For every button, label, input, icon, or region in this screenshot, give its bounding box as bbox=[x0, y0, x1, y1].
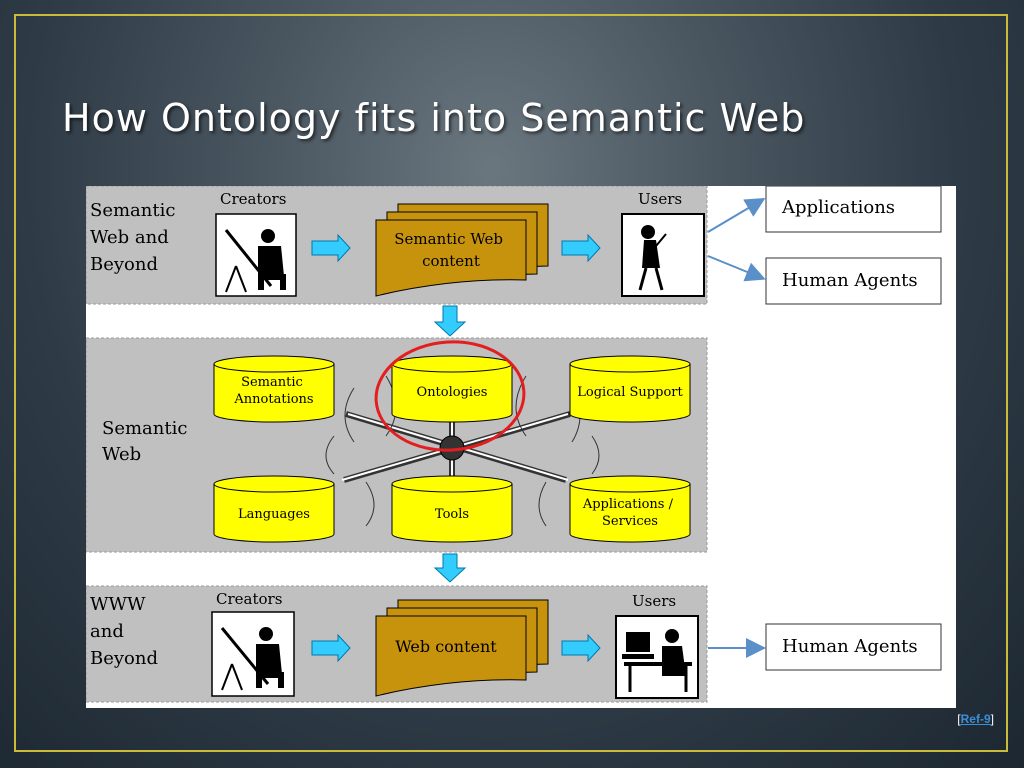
cylinder-languages: Languages bbox=[213, 475, 335, 543]
reference-note: [Ref-9] bbox=[957, 712, 994, 726]
bottom-arrow-creators-to-content bbox=[311, 633, 351, 663]
svg-text:Human Agents: Human Agents bbox=[782, 636, 918, 657]
bottom-user-computer-icon bbox=[615, 615, 699, 699]
human-agents-box-bottom: Human Agents bbox=[765, 623, 942, 671]
cylinder-logical-support: Logical Support bbox=[569, 355, 691, 423]
bottom-arrow-content-to-users bbox=[561, 633, 601, 663]
svg-text:Logical Support: Logical Support bbox=[577, 385, 683, 400]
cylinder-ontologies: Ontologies bbox=[391, 355, 513, 423]
arrow-to-applications bbox=[707, 197, 766, 233]
svg-text:Tools: Tools bbox=[435, 507, 469, 522]
cylinder-semantic-annotations: Semantic Annotations bbox=[213, 355, 335, 423]
down-arrow-upper bbox=[433, 305, 467, 337]
top-content-label: Semantic Web content bbox=[394, 230, 507, 270]
svg-text:Applications: Applications bbox=[781, 197, 895, 218]
middle-layer-label: Semantic Web bbox=[102, 418, 193, 465]
top-creators-label: Creators bbox=[220, 190, 286, 208]
svg-text:Human Agents: Human Agents bbox=[782, 270, 918, 291]
svg-text:Semantic Annotations: Semantic Annotations bbox=[233, 375, 313, 407]
applications-box: Applications bbox=[765, 186, 942, 233]
top-layer-label: Semantic Web and Beyond bbox=[90, 200, 181, 275]
svg-text:Ontologies: Ontologies bbox=[417, 385, 488, 400]
down-arrow-lower bbox=[433, 553, 467, 583]
bottom-creator-drafting-icon bbox=[211, 611, 295, 697]
top-creator-drafting-icon bbox=[215, 213, 297, 297]
bottom-users-label: Users bbox=[632, 592, 676, 610]
top-layer: Semantic Web and Beyond Creators bbox=[86, 186, 942, 305]
cylinder-applications-services: Applications / Services bbox=[569, 475, 691, 543]
ref-link[interactable]: Ref-9 bbox=[960, 712, 991, 726]
bottom-layer: WWW and Beyond Creators Web content bbox=[86, 585, 942, 703]
middle-layer: Semantic Web Semantic Annotations bbox=[86, 337, 708, 553]
bottom-creators-label: Creators bbox=[216, 590, 282, 608]
bottom-content-label: Web content bbox=[395, 637, 497, 656]
top-arrow-content-to-users bbox=[561, 233, 601, 263]
svg-text:Languages: Languages bbox=[238, 507, 310, 522]
ontology-diagram: Semantic Web and Beyond Creators bbox=[86, 186, 956, 708]
bottom-web-content-document: Web content bbox=[375, 599, 549, 697]
bottom-layer-label: WWW and Beyond bbox=[90, 594, 158, 669]
top-semantic-web-content-document: Semantic Web content bbox=[375, 203, 549, 297]
top-arrow-creators-to-content bbox=[311, 233, 351, 263]
top-users-label: Users bbox=[638, 190, 682, 208]
arrow-to-human-agents-top bbox=[707, 255, 766, 282]
cylinder-tools: Tools bbox=[391, 475, 513, 543]
svg-text:Applications / Servi: Applications / Services bbox=[582, 497, 677, 529]
slide-title: How Ontology fits into Semantic Web bbox=[62, 96, 806, 140]
human-agents-box-top: Human Agents bbox=[765, 257, 942, 305]
slide-frame bbox=[14, 14, 1008, 752]
top-user-figure-icon bbox=[621, 213, 705, 297]
ref-close-bracket: ] bbox=[990, 712, 994, 726]
ref-open-bracket: [ bbox=[957, 712, 961, 726]
ontologies-highlight-circle bbox=[374, 340, 526, 452]
